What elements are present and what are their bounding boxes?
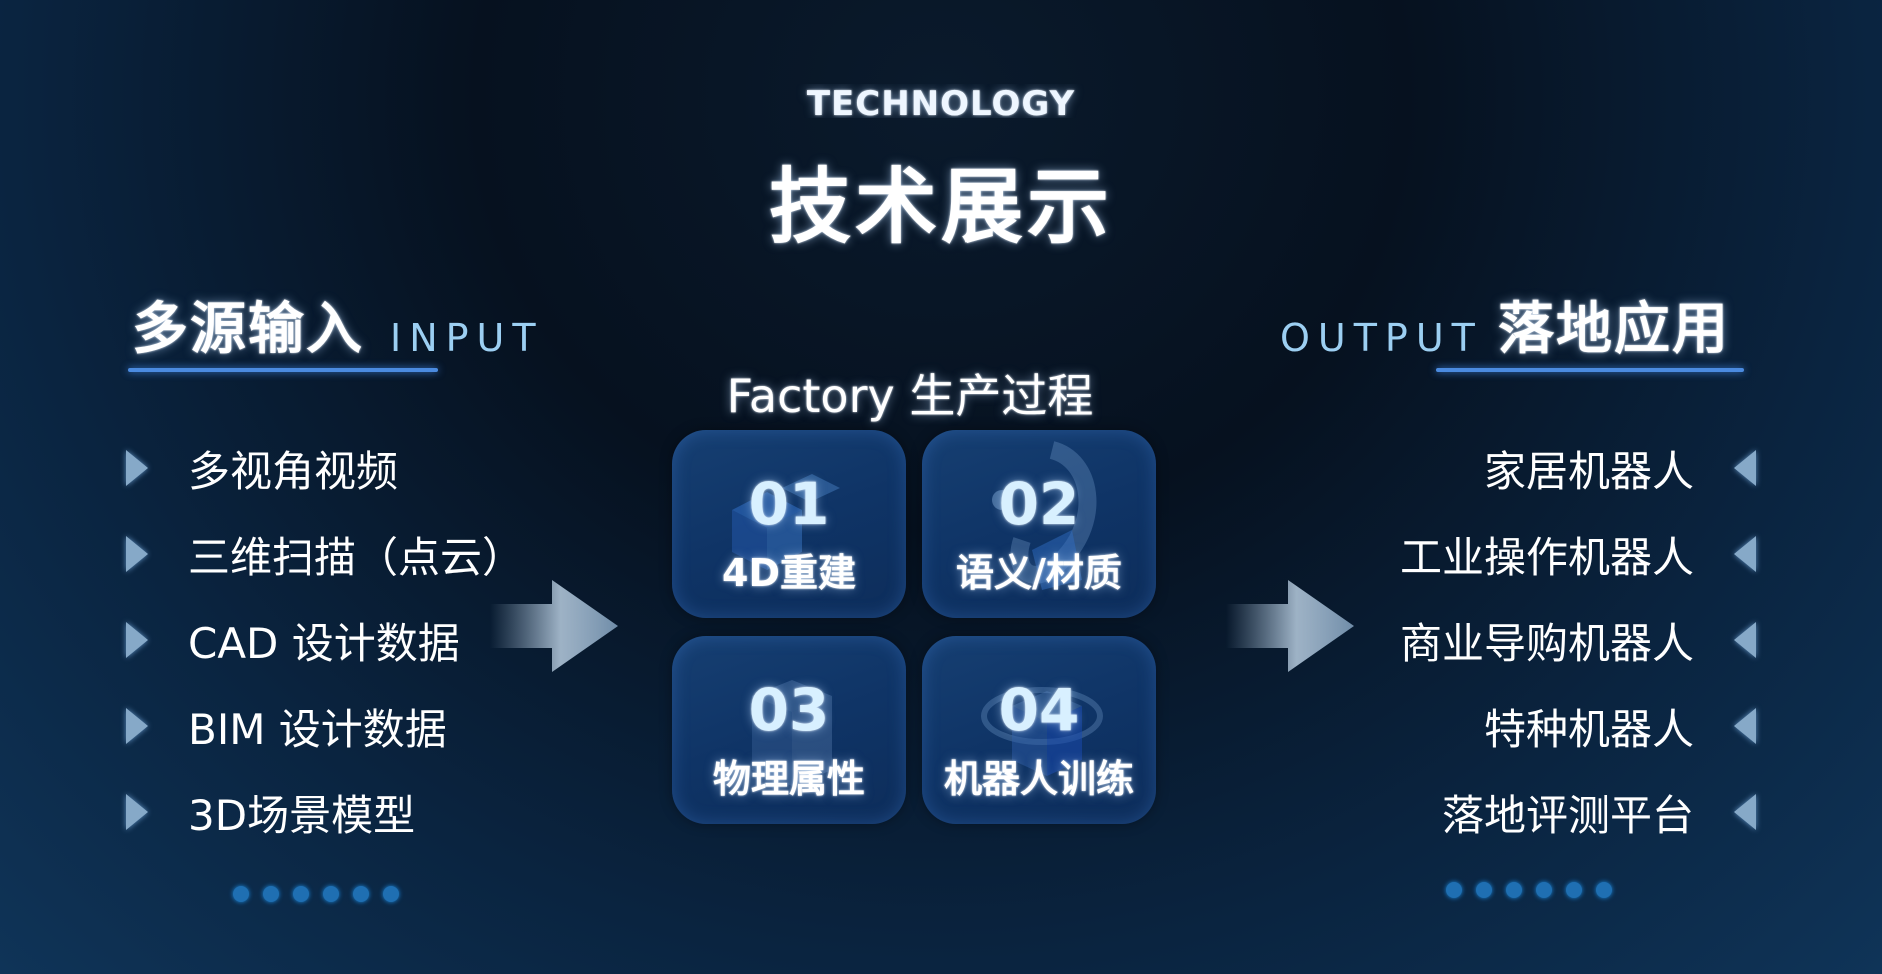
triangle-right-icon [126,622,148,658]
card-caption: 物理属性 [712,757,865,801]
list-item: 特种机器人 [1340,683,1760,769]
dot [1536,882,1552,898]
output-pagination-dots [1446,882,1612,898]
card-number: 01 [748,470,830,538]
input-title-cn: 多源输入 [132,297,364,362]
input-header: 多源输入 INPUT [128,284,558,374]
factory-card-03: 03 物理属性 [672,636,906,824]
page-title: 技术展示 [768,160,1113,255]
cube-illustration-icon [732,474,840,570]
card-number: 03 [748,676,830,744]
arrow-right-icon [490,580,618,672]
output-item-label: 商业导购机器人 [1399,618,1694,668]
output-title-cn: 落地应用 [1498,297,1730,362]
output-item-label: 落地评测平台 [1441,790,1694,840]
input-item-label: 多视角视频 [188,446,399,496]
list-item: 家居机器人 [1340,425,1760,511]
dot [233,886,249,902]
factory-card-04: 04 机器人训练 [922,636,1156,824]
input-item-label: 3D场景模型 [188,790,416,840]
list-item: 多视角视频 [122,425,542,511]
input-item-label: BIM 设计数据 [188,704,447,754]
dot [323,886,339,902]
dot [293,886,309,902]
arrow-right-icon [1226,580,1354,672]
dot [383,886,399,902]
output-underline [1436,368,1744,372]
robot-training-icon [981,687,1103,776]
list-item: BIM 设计数据 [122,683,542,769]
input-list: 多视角视频 三维扫描（点云） CAD 设计数据 BIM 设计数据 3D场景模型 [122,425,542,855]
eyebrow-label: TECHNOLOGY [806,84,1076,118]
input-item-label: 三维扫描（点云） [188,532,525,582]
dot [263,886,279,902]
factory-title: Factory 生产过程 [726,369,1094,423]
list-item: 落地评测平台 [1340,769,1760,855]
input-item-label: CAD 设计数据 [188,618,460,668]
factory-card-02: 02 语义/材质 [922,430,1156,618]
card-number: 04 [998,676,1080,744]
factory-card-01: 01 4D重建 [672,430,906,618]
output-item-label: 家居机器人 [1483,446,1694,496]
input-title-en: INPUT [390,316,544,360]
list-item: 工业操作机器人 [1340,511,1760,597]
triangle-left-icon [1734,622,1756,658]
output-item-label: 工业操作机器人 [1399,532,1694,582]
triangle-right-icon [126,450,148,486]
list-item: CAD 设计数据 [122,597,542,683]
dot [1506,882,1522,898]
output-header: OUTPUT 落地应用 [1270,284,1744,374]
list-item: 商业导购机器人 [1340,597,1760,683]
dot [1476,882,1492,898]
triangle-left-icon [1734,708,1756,744]
output-title-en: OUTPUT [1280,316,1483,360]
dot [353,886,369,902]
output-item-label: 特种机器人 [1483,704,1694,754]
card-number: 02 [998,470,1080,538]
triangle-left-icon [1734,450,1756,486]
input-pagination-dots [233,886,399,902]
triangle-right-icon [126,794,148,830]
output-list: 家居机器人 工业操作机器人 商业导购机器人 特种机器人 落地评测平台 [1340,425,1760,855]
card-caption: 语义/材质 [956,551,1122,595]
input-underline [128,368,438,372]
card-caption: 4D重建 [722,551,856,595]
list-item: 3D场景模型 [122,769,542,855]
semantic-shape-icon [992,441,1097,590]
dot [1566,882,1582,898]
triangle-left-icon [1734,536,1756,572]
list-item: 三维扫描（点云） [122,511,542,597]
triangle-right-icon [126,708,148,744]
dot [1596,882,1612,898]
card-caption: 机器人训练 [943,757,1134,801]
triangle-right-icon [126,536,148,572]
physics-block-icon [752,680,832,786]
dot [1446,882,1462,898]
triangle-left-icon [1734,794,1756,830]
